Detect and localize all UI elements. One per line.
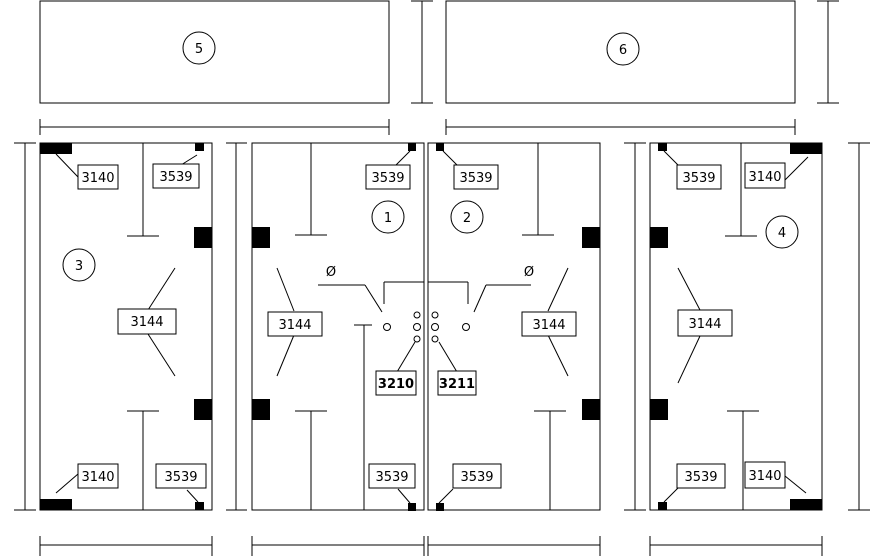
- part-3140: 3140: [748, 469, 781, 484]
- part-3539: 3539: [682, 171, 715, 186]
- top-panel-6: 6: [445, 0, 796, 104]
- panel-label-3: 3: [75, 259, 83, 274]
- panel-label-2: 2: [463, 211, 471, 226]
- part-3140: 3140: [81, 470, 114, 485]
- diameter-symbol: Ø: [326, 265, 336, 280]
- part-3210: 3210: [378, 377, 414, 392]
- part-3539: 3539: [371, 171, 404, 186]
- part-3539: 3539: [460, 470, 493, 485]
- door-panel-1: 1 Ø 3539 3144 3210 3539: [251, 142, 425, 511]
- part-3539: 3539: [459, 171, 492, 186]
- part-3539: 3539: [164, 470, 197, 485]
- part-3539: 3539: [684, 470, 717, 485]
- panel-label-1: 1: [384, 211, 392, 226]
- part-3144: 3144: [688, 317, 721, 332]
- part-3140: 3140: [81, 171, 114, 186]
- part-3539: 3539: [375, 470, 408, 485]
- door-panel-4: 4 3539 3140 3144 3539 3140: [649, 142, 823, 511]
- part-3144: 3144: [130, 315, 163, 330]
- bottom-dimension-lines: [39, 536, 823, 556]
- side-dimension-lines: [14, 142, 870, 511]
- door-panel-3: 3 3140 3539 3144 3140 3539: [39, 142, 213, 511]
- part-3140: 3140: [748, 170, 781, 185]
- panel-label-5: 5: [195, 42, 203, 57]
- part-3211: 3211: [439, 377, 475, 392]
- part-3539: 3539: [159, 170, 192, 185]
- top-panel-5: 5: [39, 0, 390, 104]
- part-3144: 3144: [278, 318, 311, 333]
- panel-label-6: 6: [619, 43, 627, 58]
- part-3144: 3144: [532, 318, 565, 333]
- top-dimension-lines: [39, 0, 839, 135]
- diameter-symbol: Ø: [524, 265, 534, 280]
- panel-label-4: 4: [778, 226, 786, 241]
- door-panel-2: 2 Ø 3539 3144 3211 3539: [427, 142, 601, 511]
